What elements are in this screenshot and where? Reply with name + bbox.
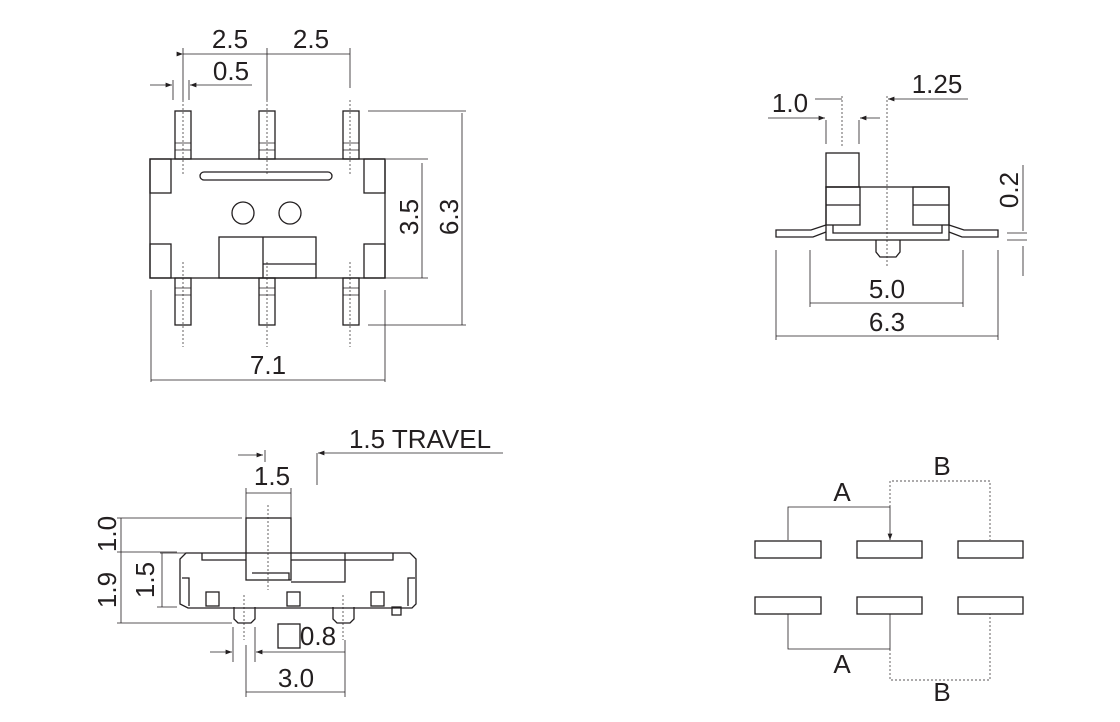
dim-total-width: 6.3 [869, 307, 905, 337]
dim-body-height: 1.5 [130, 562, 160, 598]
dim-pitch-left: 2.5 [212, 24, 248, 54]
label-a-top: A [833, 477, 851, 507]
peg-outline [277, 623, 301, 649]
dim-actuator-offset: 1.25 [912, 69, 963, 99]
dim-actuator-height: 1.0 [92, 516, 122, 552]
dim-height-total: 6.3 [434, 199, 464, 235]
side-view: 1.5 TRAVEL 1.5 1.0 1.9 1.5 0.8 3.0 [92, 424, 503, 697]
switch-body [149, 158, 386, 279]
dim-body-width: 5.0 [869, 274, 905, 304]
dim-peg-pitch: 3.0 [278, 663, 314, 693]
dim-actuator-width: 1.5 [254, 461, 290, 491]
label-b-bottom: B [933, 677, 950, 707]
dim-actuator-width: 1.0 [772, 88, 808, 118]
pins [174, 100, 360, 347]
dim-lead-thickness: 0.2 [994, 172, 1024, 208]
dim-height-inner: 3.5 [394, 199, 424, 235]
actuator [218, 236, 317, 279]
actuator [245, 517, 292, 581]
dim-travel: 1.5 TRAVEL [349, 424, 491, 454]
dim-peg-diameter: 0.8 [300, 621, 336, 651]
top-view: 2.5 2.5 0.5 3.5 6.3 7.1 [149, 24, 466, 382]
slot [199, 171, 333, 181]
circuit-diagram: A B A B [754, 451, 1024, 707]
label-a-bottom: A [833, 649, 851, 679]
actuator [825, 152, 860, 188]
dim-width: 7.1 [250, 350, 286, 380]
dim-total-height: 1.9 [92, 572, 122, 608]
dim-pitch-right: 2.5 [293, 24, 329, 54]
end-view: 1.0 1.25 0.2 5.0 6.3 [768, 69, 1027, 340]
dim-pin-width: 0.5 [213, 56, 249, 86]
body [825, 186, 950, 241]
label-b-top: B [933, 451, 950, 481]
